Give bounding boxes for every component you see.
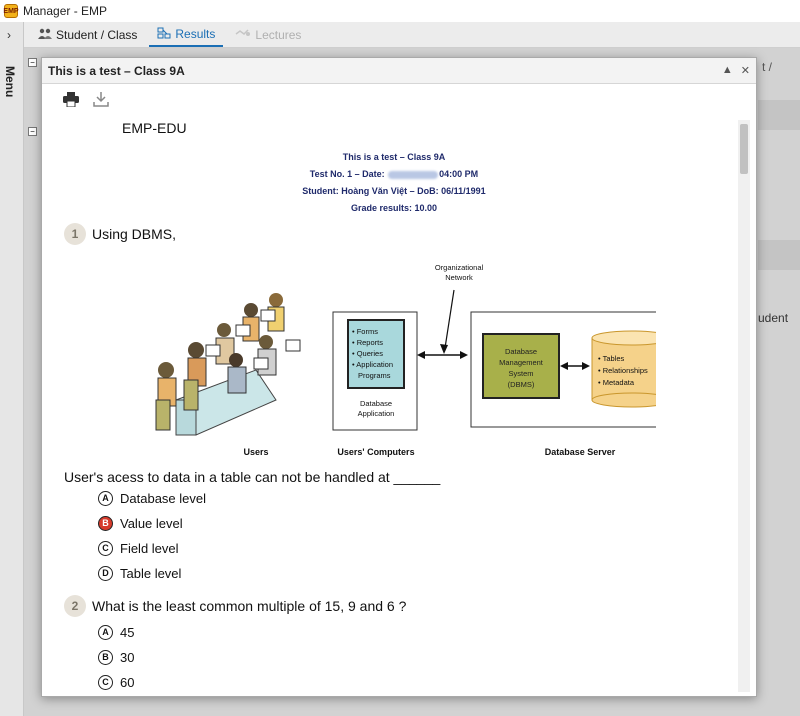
main-tabs: Student / Class Results Lectures bbox=[24, 22, 800, 48]
network-label: Network bbox=[445, 273, 473, 282]
answer-option[interactable]: A 45 bbox=[98, 625, 134, 640]
print-button[interactable] bbox=[62, 90, 80, 108]
dbms-diagram: Users • Forms • Reports • Queries • Appl… bbox=[155, 263, 656, 457]
app-label: Database bbox=[360, 399, 392, 408]
dbms-label: (DBMS) bbox=[508, 380, 535, 389]
test-document: EMP-EDU This is a test – Class 9A Test N… bbox=[48, 120, 740, 692]
background-tree: − − bbox=[28, 58, 42, 138]
answer-option[interactable]: D Table level bbox=[98, 566, 181, 581]
question-text: What is the least common multiple of 15,… bbox=[92, 598, 407, 614]
dialog-header: This is a test – Class 9A bbox=[42, 58, 756, 84]
close-icon[interactable]: ✕ bbox=[740, 65, 750, 77]
option-letter: C bbox=[98, 675, 113, 690]
question-number: 2 bbox=[64, 595, 86, 617]
database-cylinder bbox=[591, 330, 656, 408]
tab-label: Student / Class bbox=[56, 28, 138, 42]
option-letter: A bbox=[98, 625, 113, 640]
test-number: Test No. 1 – Date: bbox=[309, 169, 388, 179]
question-text: Using DBMS, bbox=[92, 226, 177, 242]
app-item: • Reports bbox=[352, 338, 383, 347]
dbms-label: System bbox=[508, 369, 533, 378]
application-box bbox=[347, 319, 405, 389]
doc-grade: Grade results: 10.00 bbox=[350, 203, 438, 213]
answer-option[interactable]: B 30 bbox=[98, 650, 134, 665]
side-menu[interactable]: › Menu bbox=[0, 22, 24, 716]
option-letter: B bbox=[98, 516, 113, 531]
db-item: • Relationships bbox=[598, 366, 648, 375]
lectures-icon bbox=[235, 28, 251, 43]
background-field bbox=[758, 100, 800, 130]
option-letter: B bbox=[98, 650, 113, 665]
network-arrow bbox=[444, 289, 455, 349]
window-title-bar: EMP Manager - EMP bbox=[0, 0, 800, 22]
option-text: 45 bbox=[120, 625, 135, 640]
server-caption: Database Server bbox=[545, 447, 616, 457]
app-label: Application bbox=[358, 409, 395, 418]
answer-option[interactable]: A Database level bbox=[98, 491, 206, 506]
app-item: • Application bbox=[352, 360, 393, 369]
tab-results[interactable]: Results bbox=[149, 23, 224, 47]
test-time: 04:00 PM bbox=[439, 169, 479, 179]
download-button[interactable] bbox=[92, 90, 110, 108]
dbms-label: Database bbox=[505, 347, 537, 356]
app-item: • Forms bbox=[352, 327, 378, 336]
tree-expander: − bbox=[28, 127, 37, 136]
option-letter: A bbox=[98, 491, 113, 506]
answer-option-selected[interactable]: B Value level bbox=[98, 516, 183, 531]
background-label: t / bbox=[762, 60, 773, 74]
users-caption: Users bbox=[243, 447, 268, 457]
option-letter: C bbox=[98, 541, 113, 556]
answer-option[interactable]: C 60 bbox=[98, 675, 134, 690]
collapse-icon[interactable]: ▲ bbox=[721, 64, 733, 76]
document-scrollbar[interactable] bbox=[738, 120, 750, 692]
option-text: 60 bbox=[120, 675, 135, 690]
computers-caption: Users' Computers bbox=[337, 447, 414, 457]
db-item: • Metadata bbox=[598, 378, 635, 387]
option-letter: D bbox=[98, 566, 113, 581]
dbms-box bbox=[482, 333, 560, 399]
app-item: Programs bbox=[358, 371, 391, 380]
download-icon bbox=[93, 92, 109, 107]
people-icon bbox=[38, 28, 52, 43]
tab-lectures[interactable]: Lectures bbox=[227, 23, 309, 47]
question-number: 1 bbox=[64, 223, 86, 245]
menu-label[interactable]: Menu bbox=[3, 66, 17, 98]
results-icon bbox=[157, 27, 171, 42]
doc-test-info: Test No. 1 – Date: 04:00 PM bbox=[48, 169, 740, 179]
app-logo-icon: EMP bbox=[3, 4, 19, 18]
doc-title: This is a test – Class 9A bbox=[342, 152, 446, 162]
network-label: Organizational bbox=[435, 263, 484, 272]
option-text: Value level bbox=[120, 516, 183, 531]
doc-student-info: Student: Hoàng Văn Việt – DoB: 06/11/199… bbox=[302, 186, 486, 196]
tab-label: Results bbox=[175, 27, 216, 41]
redacted-date bbox=[388, 170, 439, 179]
chevron-right-icon[interactable]: › bbox=[7, 28, 11, 42]
background-student-label: udent bbox=[758, 311, 789, 325]
background-field bbox=[758, 240, 800, 270]
option-text: Field level bbox=[120, 541, 179, 556]
test-result-dialog: This is a test – Class 9A ▲ ✕ EMP-EDU Th… bbox=[41, 57, 757, 697]
users-illustration bbox=[155, 293, 301, 436]
option-text: 30 bbox=[120, 650, 135, 665]
tab-student-class[interactable]: Student / Class bbox=[30, 23, 145, 47]
app-item: • Queries bbox=[352, 349, 383, 358]
dbms-label: Management bbox=[499, 358, 544, 367]
organization-name: EMP-EDU bbox=[122, 120, 187, 136]
dialog-toolbar bbox=[42, 84, 756, 114]
print-icon bbox=[63, 91, 79, 107]
tree-expander: − bbox=[28, 58, 37, 67]
option-text: Database level bbox=[120, 491, 206, 506]
dialog-title: This is a test – Class 9A bbox=[48, 63, 185, 78]
question-prompt: User's acess to data in a table can not … bbox=[64, 469, 441, 485]
db-item: • Tables bbox=[598, 354, 625, 363]
window-title: Manager - EMP bbox=[23, 4, 108, 18]
answer-option[interactable]: C Field level bbox=[98, 541, 179, 556]
tab-label: Lectures bbox=[255, 28, 302, 42]
option-text: Table level bbox=[120, 566, 182, 581]
dialog-controls: ▲ ✕ bbox=[722, 64, 750, 77]
scrollbar-thumb[interactable] bbox=[740, 124, 748, 174]
